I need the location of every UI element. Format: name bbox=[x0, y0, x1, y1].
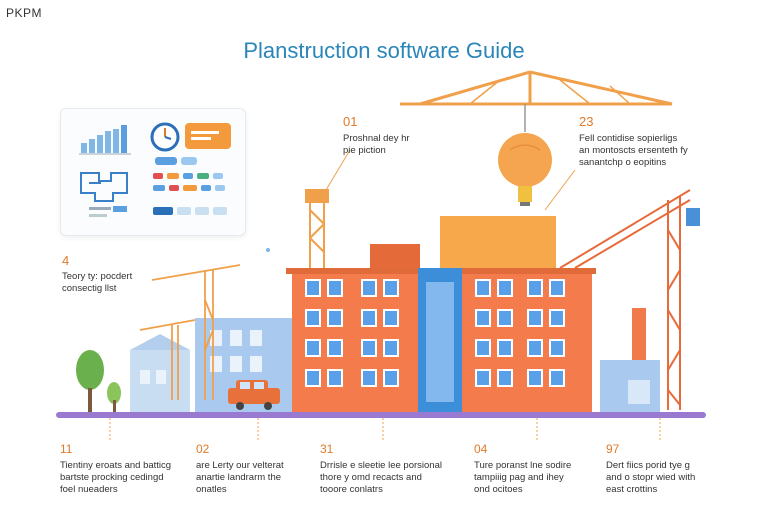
callout-line: sanantchp o eopitins bbox=[579, 157, 667, 168]
small-cranes-icon bbox=[139, 264, 241, 400]
step-line: Drrisle e sleetie lee porsional bbox=[320, 460, 442, 471]
callout-line: Proshnal dey hr bbox=[343, 133, 410, 144]
panel-button-primary bbox=[153, 207, 173, 215]
top-crane-icon bbox=[400, 70, 673, 132]
gauge-icon bbox=[150, 122, 180, 152]
step-97: 97 Dert fiics porid tye g and o stopr wi… bbox=[606, 442, 746, 496]
step-line: ond ocitoes bbox=[474, 484, 523, 495]
step-number: 11 bbox=[60, 442, 73, 456]
step-line: foel nueaders bbox=[60, 484, 118, 495]
step-line: Dert fiics porid tye g bbox=[606, 460, 690, 471]
step-line: anartie landrarm the bbox=[196, 472, 282, 483]
step-line: onatles bbox=[196, 484, 227, 495]
tree-icon bbox=[76, 350, 121, 412]
callout-number: 23 bbox=[579, 114, 594, 129]
step-line: are Lerty our velterat bbox=[196, 460, 284, 471]
bar-chart-icon bbox=[79, 125, 131, 155]
callout-number: 4 bbox=[62, 253, 70, 268]
floorplan-icon bbox=[80, 172, 128, 202]
step-line: tooore conlatrs bbox=[320, 484, 383, 495]
step-number: 97 bbox=[606, 442, 620, 456]
step-line: east crottins bbox=[606, 484, 658, 495]
car-icon bbox=[228, 380, 280, 410]
step-11: 11 Tientiny eroats and batticg bartste p… bbox=[60, 442, 210, 496]
step-line: bartste procking cedingd bbox=[60, 472, 164, 483]
callout-line: consectig llst bbox=[62, 283, 117, 294]
step-31: 31 Drrisle e sleetie lee porsional thore… bbox=[320, 442, 470, 496]
callout-01: 01 Proshnal dey hr pie piction bbox=[343, 114, 410, 157]
step-line: and o stopr wied with bbox=[606, 472, 696, 483]
callout-line: Fell contidise sopierligs bbox=[579, 133, 678, 144]
lightbulb-icon bbox=[498, 133, 552, 206]
step-number: 04 bbox=[474, 442, 488, 456]
step-line: Ture poranst lne sodire bbox=[474, 460, 572, 471]
step-number: 31 bbox=[320, 442, 334, 456]
callout-23: 23 Fell contidise sopierligs an montosct… bbox=[579, 114, 688, 169]
callout-4: 4 Teory ty: pocdert consectig llst bbox=[62, 253, 132, 295]
step-number: 02 bbox=[196, 442, 210, 456]
pill-light bbox=[181, 157, 197, 165]
callout-line: pie piction bbox=[343, 145, 386, 156]
callout-number: 01 bbox=[343, 114, 358, 129]
page-title: Planstruction software Guide bbox=[243, 38, 525, 63]
step-04: 04 Ture poranst lne sodire tampiiig pag … bbox=[474, 442, 624, 496]
step-02: 02 are Lerty our velterat anartie landra… bbox=[196, 442, 346, 496]
step-line: tampiiig pag and ihey bbox=[474, 472, 564, 483]
rooftop-block bbox=[440, 216, 556, 268]
right-tower-crane-icon bbox=[559, 189, 691, 410]
tag-rows bbox=[153, 173, 225, 191]
step-line: thore y omd recacts and bbox=[320, 472, 422, 483]
callout-line: Teory ty: pocdert bbox=[62, 271, 133, 282]
dashboard-illustration bbox=[60, 108, 246, 236]
dashboard-graphics bbox=[79, 122, 231, 217]
step-line: Tientiny eroats and batticg bbox=[60, 460, 172, 471]
brand-logo-text: PKPM bbox=[6, 6, 43, 20]
info-card-icon bbox=[185, 123, 231, 149]
pill-blue bbox=[155, 157, 177, 165]
timeline-bar bbox=[56, 412, 706, 418]
callout-line: an montoscts ersenteth fy bbox=[579, 145, 688, 156]
left-tower-crane-icon bbox=[305, 189, 329, 271]
